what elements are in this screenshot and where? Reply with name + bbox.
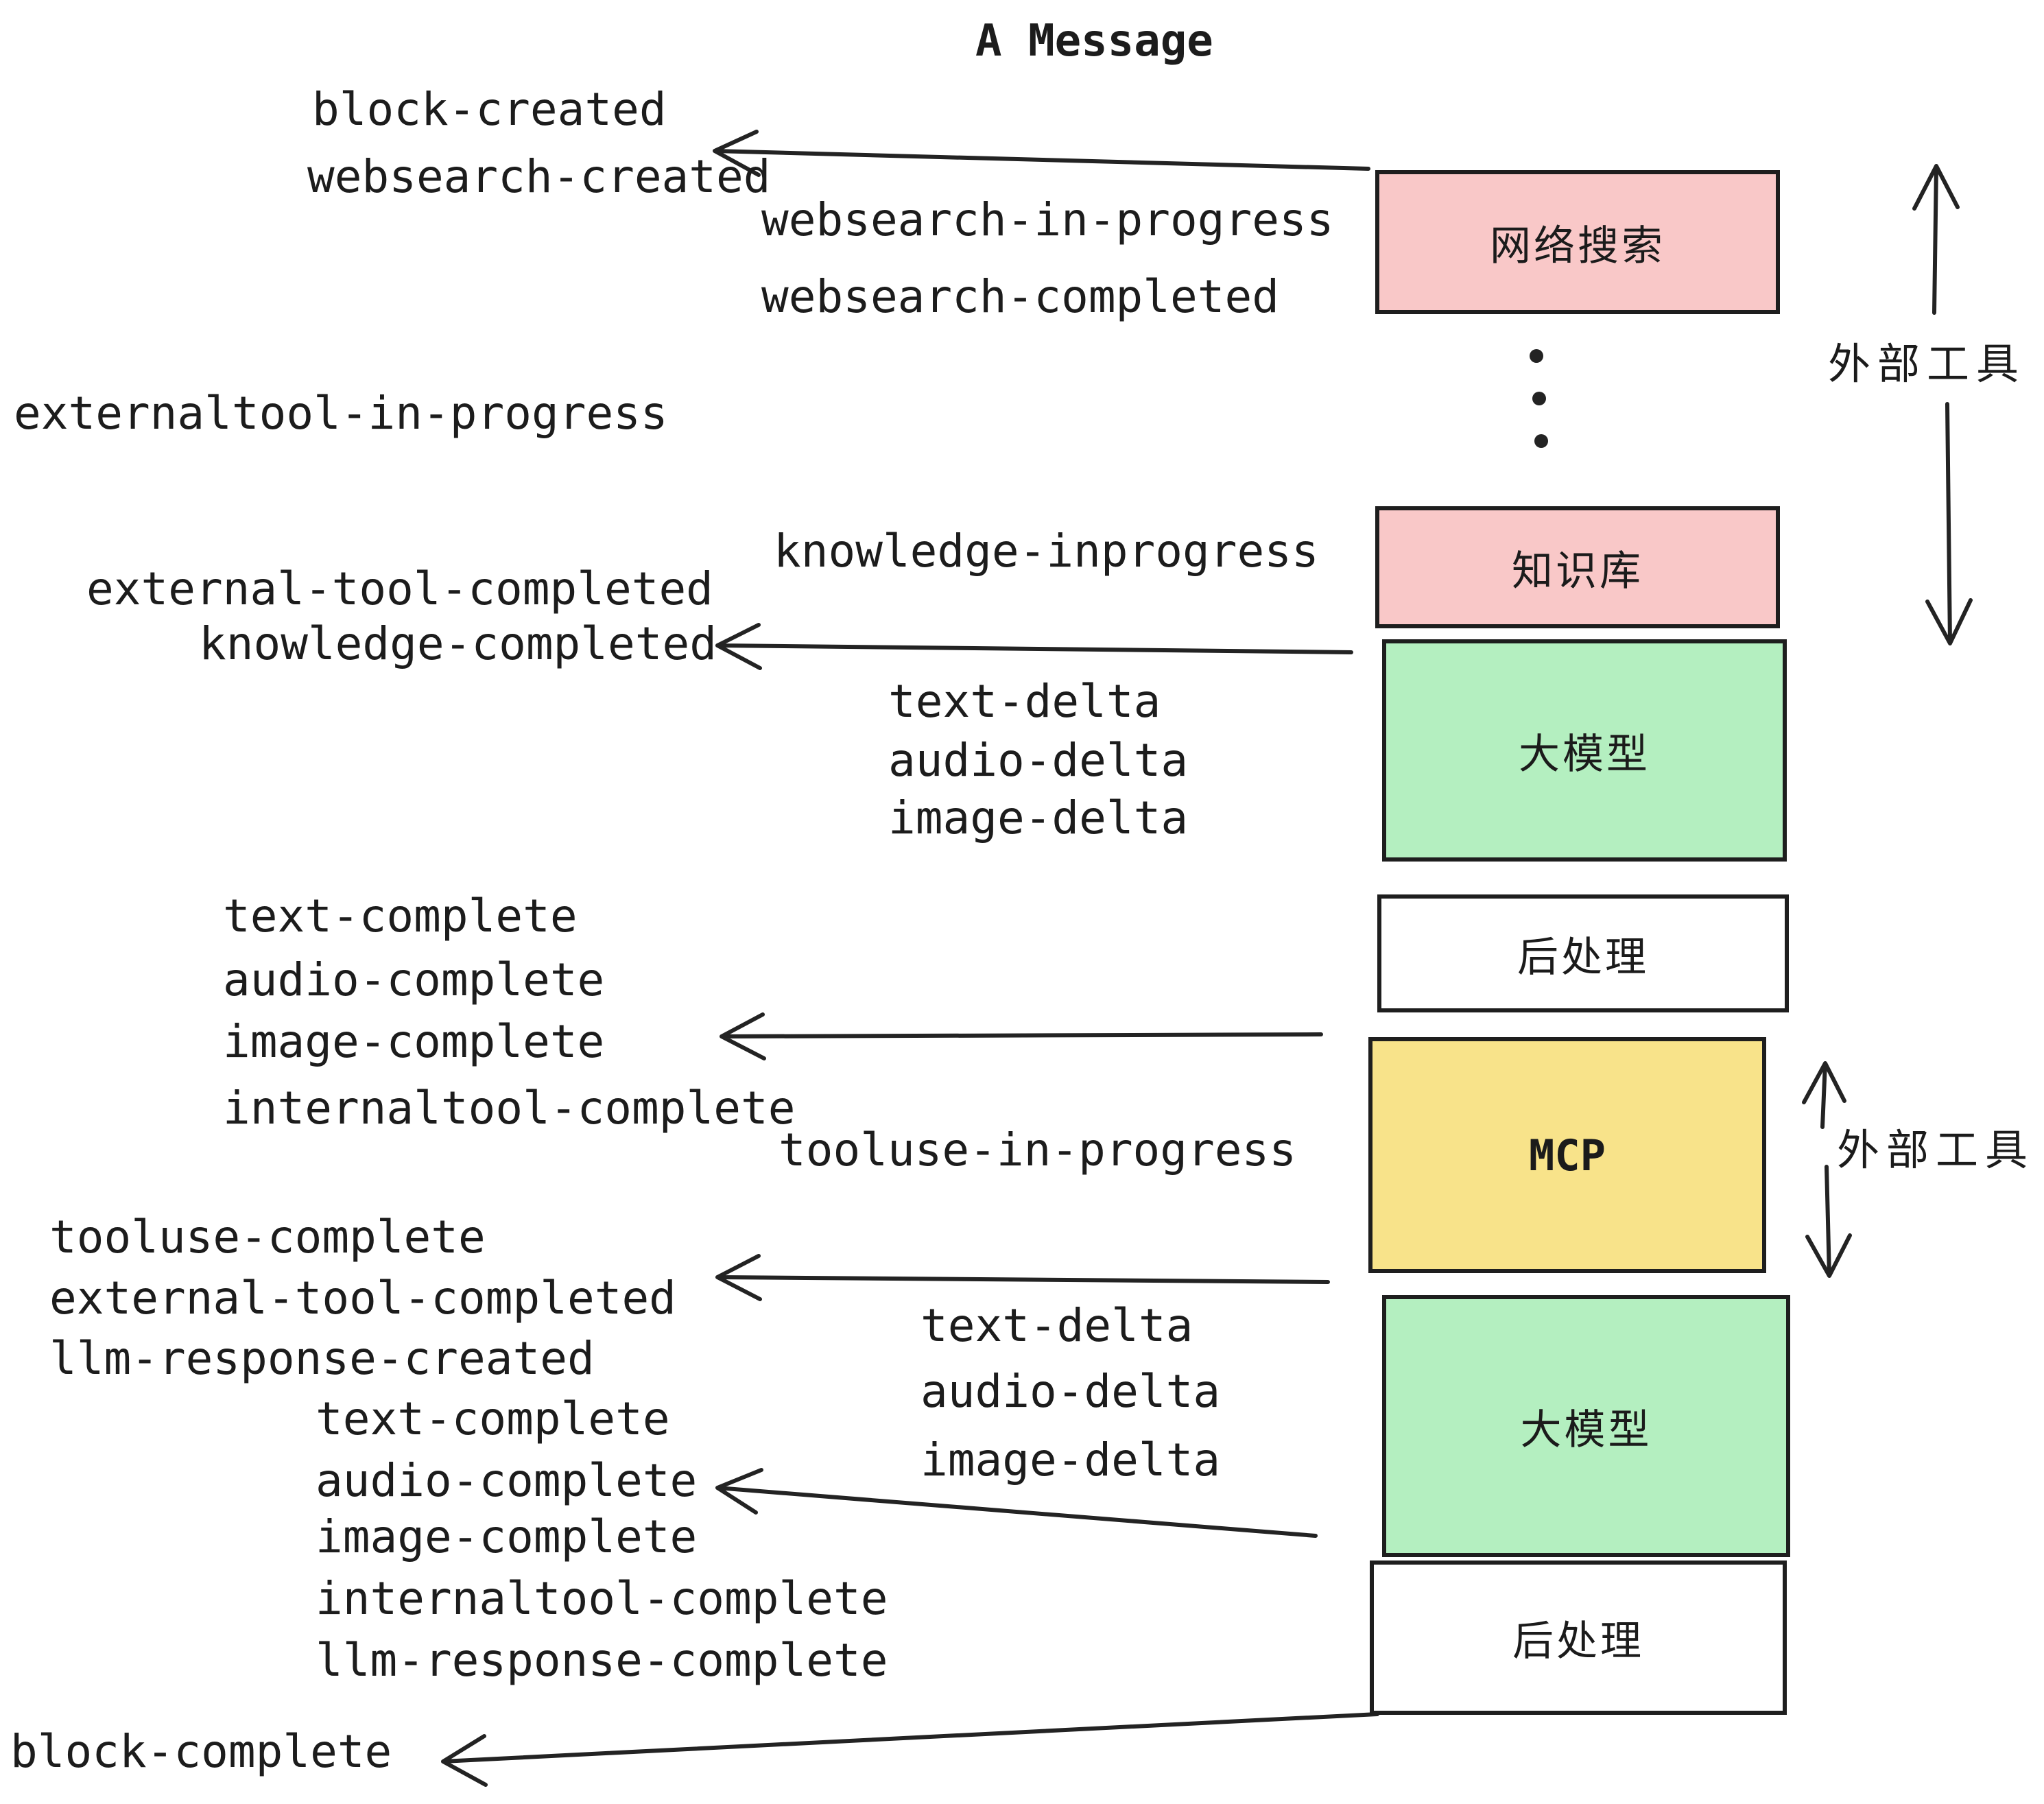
event-block-complete: block-complete <box>10 1725 392 1778</box>
event-llm-response-created: llm-response-created <box>49 1332 595 1385</box>
event-text-delta: text-delta <box>920 1299 1193 1352</box>
box-websearch: 网络搜索 <box>1375 170 1780 314</box>
box-knowledge-label: 知识库 <box>1512 547 1643 595</box>
ellipsis-dots-icon <box>1530 349 1548 448</box>
box-postprocess-1: 后处理 <box>1377 894 1789 1012</box>
box-websearch-label: 网络搜索 <box>1490 222 1665 270</box>
arrow-down-icon <box>1805 1165 1852 1278</box>
box-postprocess-2: 后处理 <box>1370 1560 1787 1715</box>
arrow-left-icon <box>715 623 1353 670</box>
event-internaltool-complete: internaltool-complete <box>223 1082 796 1135</box>
box-mcp-label: MCP <box>1529 1130 1606 1180</box>
box-llm-2-label: 大模型 <box>1520 1405 1652 1454</box>
event-knowledge-inprogress: knowledge-inprogress <box>774 525 1319 578</box>
arrow-left-icon <box>720 1012 1323 1060</box>
event-knowledge-completed: knowledge-completed <box>199 617 717 670</box>
event-internaltool-complete: internaltool-complete <box>316 1572 888 1625</box>
arrow-left-icon <box>713 130 1370 177</box>
diagram-title: A Message <box>975 16 1213 67</box>
arrow-left-icon <box>715 1254 1330 1301</box>
external-tools-annotation: 外部工具 <box>1837 1125 2035 1175</box>
event-image-complete: image-complete <box>316 1510 698 1563</box>
event-audio-complete: audio-complete <box>316 1454 698 1507</box>
event-image-complete: image-complete <box>223 1015 605 1068</box>
box-postprocess-2-label: 后处理 <box>1512 1617 1644 1665</box>
event-llm-response-complete: llm-response-complete <box>316 1634 888 1687</box>
event-text-complete: text-complete <box>223 890 578 942</box>
arrow-down-icon <box>1925 402 1973 645</box>
arrow-up-icon <box>1912 164 1960 315</box>
event-external-tool-completed: external-tool-completed <box>49 1272 676 1325</box>
box-knowledge: 知识库 <box>1375 506 1780 628</box>
event-audio-delta: audio-delta <box>888 734 1189 787</box>
box-mcp: MCP <box>1368 1037 1766 1273</box>
event-external-tool-completed: external-tool-completed <box>86 562 713 615</box>
event-externaltool-in-progress: externaltool-in-progress <box>14 387 668 440</box>
event-block-created: block-created <box>312 83 667 136</box>
event-websearch-in-progress: websearch-in-progress <box>761 193 1334 246</box>
box-llm-1: 大模型 <box>1382 639 1787 862</box>
event-tooluse-in-progress: tooluse-in-progress <box>779 1124 1296 1176</box>
event-text-complete: text-complete <box>316 1392 670 1445</box>
event-audio-complete: audio-complete <box>223 953 605 1006</box>
box-postprocess-1-label: 后处理 <box>1517 933 1649 982</box>
event-image-delta: image-delta <box>920 1434 1221 1486</box>
event-tooluse-complete: tooluse-complete <box>49 1211 486 1263</box>
event-audio-delta: audio-delta <box>920 1365 1221 1418</box>
box-llm-2: 大模型 <box>1382 1295 1790 1557</box>
event-image-delta: image-delta <box>888 792 1189 844</box>
event-websearch-created: websearch-created <box>307 150 771 203</box>
box-llm-1-label: 大模型 <box>1519 730 1650 779</box>
event-text-delta: text-delta <box>888 675 1161 728</box>
event-websearch-completed: websearch-completed <box>761 270 1279 323</box>
arrow-left-icon <box>441 1712 1379 1787</box>
external-tools-annotation: 外部工具 <box>1828 339 2026 389</box>
